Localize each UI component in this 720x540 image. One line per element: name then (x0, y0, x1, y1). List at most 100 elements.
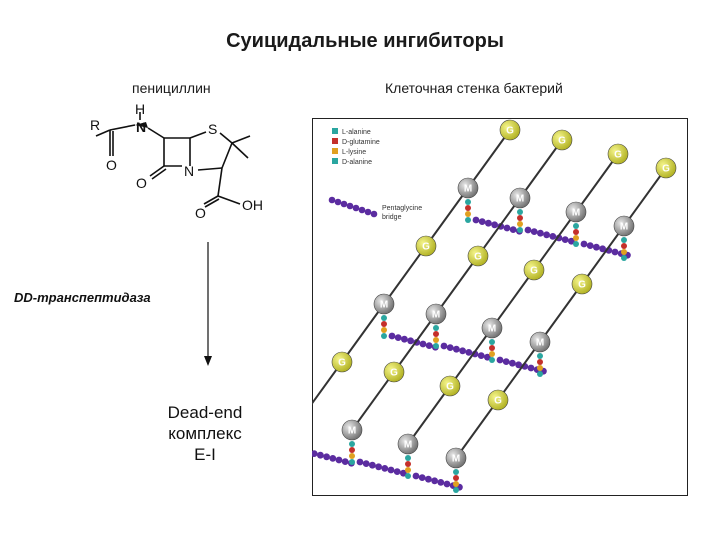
sugar-circle (373, 293, 395, 315)
label-m: M (404, 440, 412, 451)
glucosamine-sugar: G (415, 235, 437, 257)
penicillin-label: пенициллин (132, 80, 211, 96)
pentaglycine-bead (477, 352, 485, 359)
peptide-residue (537, 359, 543, 365)
peptide-residue (453, 487, 459, 493)
glucosamine-sugar: G (523, 259, 545, 281)
pentaglycine-bead (491, 221, 498, 229)
pentaglycine-bead (362, 460, 370, 467)
sugar-circle (481, 317, 503, 339)
pentaglycine-bead (412, 472, 420, 480)
label-g: G (422, 242, 430, 253)
peptide-residue (405, 461, 411, 467)
sugar-circle (499, 119, 521, 141)
peptide-residue (621, 243, 627, 249)
label-g: G (474, 252, 482, 263)
muramic-acid-sugar: M (397, 433, 419, 455)
cell-wall-label: Клеточная стенка бактерий (385, 80, 563, 96)
sugar-circle (457, 177, 479, 199)
pentaglycine-bead (543, 231, 550, 239)
pentaglycine-bead (387, 466, 395, 474)
label-m: M (432, 310, 440, 321)
pentaglycine-bead (356, 458, 364, 466)
label-g: G (614, 150, 622, 161)
muramic-acid-sugar: M (457, 177, 479, 199)
sugar-circle (467, 245, 489, 267)
pentaglycine-bead (524, 226, 532, 234)
peptide-residue (349, 453, 355, 459)
sugar-circle (551, 129, 573, 151)
label-g: G (558, 136, 566, 147)
peptide-residue (433, 331, 439, 337)
peptide-residue (537, 365, 543, 371)
pentaglycine-bead (440, 342, 448, 350)
atom-o3: O (195, 205, 206, 221)
pentaglycine-bead (446, 344, 454, 351)
pentaglycine-bead (400, 469, 407, 477)
pentaglycine-bead (437, 479, 445, 486)
peptide-residue (453, 475, 459, 481)
label-g: G (390, 368, 398, 379)
pentaglycine-bead (465, 349, 473, 356)
peptide-residue (517, 215, 523, 221)
peptide-residue (621, 255, 627, 261)
label-m: M (380, 300, 388, 311)
pentaglycine-bead (393, 468, 401, 475)
pentaglycine-bead (381, 465, 389, 472)
muramic-acid-sugar: M (613, 215, 635, 237)
peptide-residue (517, 227, 523, 233)
label-m: M (572, 208, 580, 219)
glucosamine-sugar: G (331, 351, 353, 373)
dead-end-complex-label: Dead-end комплекс E-I (130, 402, 280, 465)
peptide-residue (489, 357, 495, 363)
glycan-chain (351, 139, 563, 431)
sugar-circle (655, 157, 677, 179)
complex-line-3: E-I (194, 445, 216, 464)
pentaglycine-bead (388, 332, 396, 340)
pentaglycine-bead (530, 228, 538, 235)
pentaglycine-bead (329, 455, 337, 462)
pentaglycine-bead (317, 451, 324, 459)
pentaglycine-bead (509, 359, 516, 367)
peptide-residue (465, 211, 471, 217)
label-g: G (506, 126, 514, 137)
peptide-residue (537, 371, 543, 377)
peptide-residue (573, 223, 579, 229)
glycan-chain (312, 129, 511, 406)
pentaglycine-bead (568, 237, 575, 245)
diagram-legend: L-alanine D-glutamine L-lysine D-alanine… (328, 128, 422, 221)
complex-line-1: Dead-end (167, 403, 243, 422)
sugar-circle (613, 215, 635, 237)
sugar-circle (487, 389, 509, 411)
legend-bridge-sample (328, 196, 378, 218)
peptide-residue (517, 209, 523, 215)
peptide-residue (405, 467, 411, 473)
label-m: M (620, 222, 628, 233)
glucosamine-sugar: G (655, 157, 677, 179)
pentaglycine-bead (502, 358, 510, 365)
atom-n2: N (184, 163, 194, 179)
atom-h: H (135, 101, 145, 117)
glucosamine-sugar: G (571, 273, 593, 295)
peptide-residue (453, 469, 459, 475)
legend-bridge-label-2: bridge (382, 214, 402, 221)
peptide-residue (405, 473, 411, 479)
pentaglycine-bead (527, 364, 535, 372)
pentaglycine-bead (419, 340, 427, 348)
peptide-residue (573, 229, 579, 235)
atom-s: S (208, 121, 217, 137)
pentaglycine-bead (323, 453, 330, 461)
peptide-residue (349, 447, 355, 453)
label-g: G (662, 164, 670, 175)
sugar-circle (565, 201, 587, 223)
label-g: G (578, 280, 586, 291)
sugar-circle (341, 419, 363, 441)
peptide-residue (537, 353, 543, 359)
muramic-acid-sugar: M (341, 419, 363, 441)
penicillin-structure: R O H N S N O O OH (90, 101, 263, 221)
pentaglycine-bead (341, 458, 349, 465)
sugar-circle (607, 143, 629, 165)
glycan-chain (407, 153, 619, 445)
label-m: M (464, 184, 472, 195)
peptide-residue (489, 339, 495, 345)
